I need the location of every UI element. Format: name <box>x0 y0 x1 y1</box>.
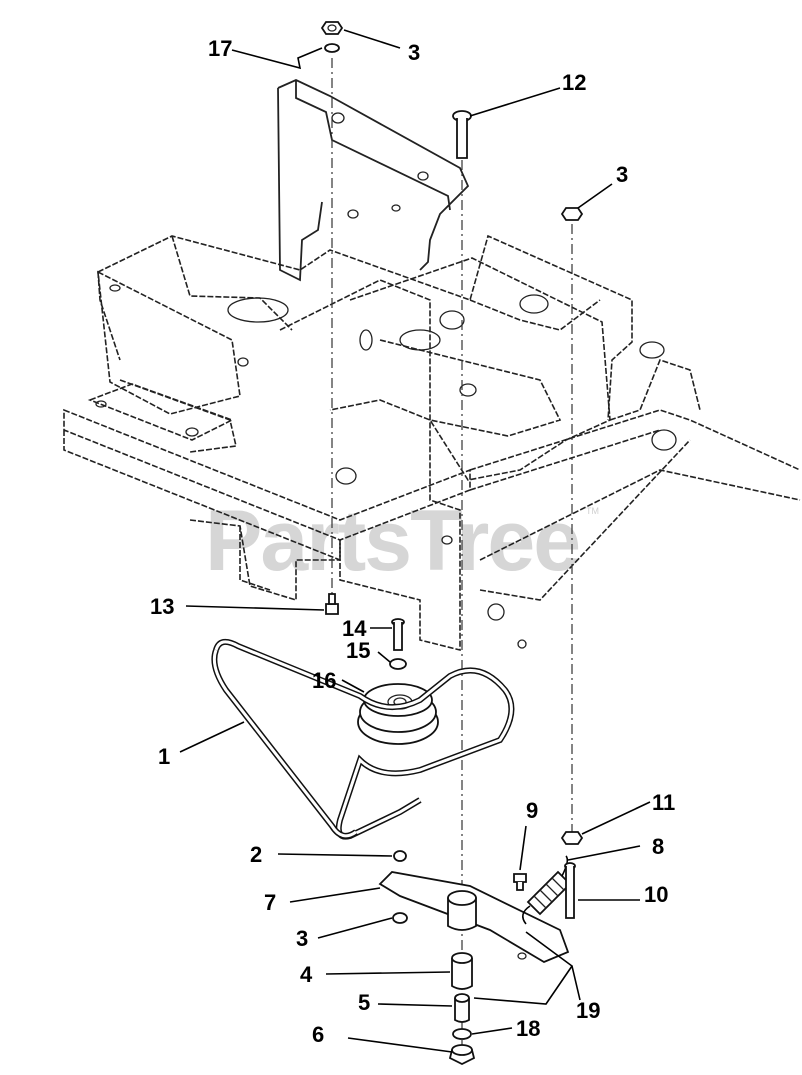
right-rail <box>469 359 801 601</box>
washer-3-lower <box>392 912 408 924</box>
callout-13: 13 <box>150 594 174 619</box>
top-deck <box>97 234 633 421</box>
callout-8: 8 <box>652 834 664 859</box>
pin-14 <box>391 618 405 651</box>
callout-1: 1 <box>158 744 170 769</box>
callout-14: 14 <box>342 616 367 641</box>
washer-15 <box>389 658 407 670</box>
callout-2: 2 <box>250 842 262 867</box>
callout-19: 19 <box>576 998 600 1023</box>
bushing-4 <box>451 952 473 990</box>
washer-18 <box>452 1028 472 1040</box>
nut-6 <box>448 1044 476 1066</box>
callout-12: 12 <box>562 70 586 95</box>
washer-17 <box>324 43 340 53</box>
callout-10: 10 <box>644 882 668 907</box>
hex-nut-top <box>320 21 344 35</box>
callout-7: 7 <box>264 890 276 915</box>
bolt-13 <box>325 593 339 615</box>
callout-15: 15 <box>346 638 370 663</box>
callout-17: 17 <box>208 36 232 61</box>
callout-5: 5 <box>358 990 370 1015</box>
center-tall-plate <box>279 279 461 652</box>
spacer-5 <box>454 993 470 1023</box>
bolt-10 <box>564 862 576 919</box>
parts <box>211 21 584 1066</box>
callout-3-right: 3 <box>616 162 628 187</box>
callout-labels: 17 3 12 3 13 14 15 16 1 9 11 8 2 10 7 3 … <box>150 36 675 1047</box>
nut-2 <box>393 850 407 862</box>
bolt-9 <box>513 873 527 891</box>
callout-16: 16 <box>312 668 336 693</box>
bolt-12 <box>452 110 472 159</box>
callout-11: 11 <box>652 790 675 815</box>
callout-9: 9 <box>526 798 538 823</box>
callout-18: 18 <box>516 1016 540 1041</box>
leader-lines <box>179 29 651 1053</box>
watermark-trademark: TM <box>586 506 599 516</box>
hex-nut-right <box>560 207 584 221</box>
callout-3-lower: 3 <box>296 926 308 951</box>
frame-assembly <box>63 79 801 652</box>
callout-4: 4 <box>300 962 313 987</box>
idler-arm-7 <box>378 871 570 964</box>
callout-3-top: 3 <box>408 40 420 65</box>
spring-8 <box>522 855 572 925</box>
watermark-text: PartsTree <box>205 493 579 589</box>
callout-6: 6 <box>312 1022 324 1047</box>
upper-bracket <box>277 79 470 282</box>
watermark: PartsTree TM <box>205 493 599 589</box>
center-plate <box>329 257 611 481</box>
lower-left-bracket <box>189 519 340 602</box>
left-side-plate <box>97 270 241 453</box>
nut-11 <box>560 831 584 845</box>
